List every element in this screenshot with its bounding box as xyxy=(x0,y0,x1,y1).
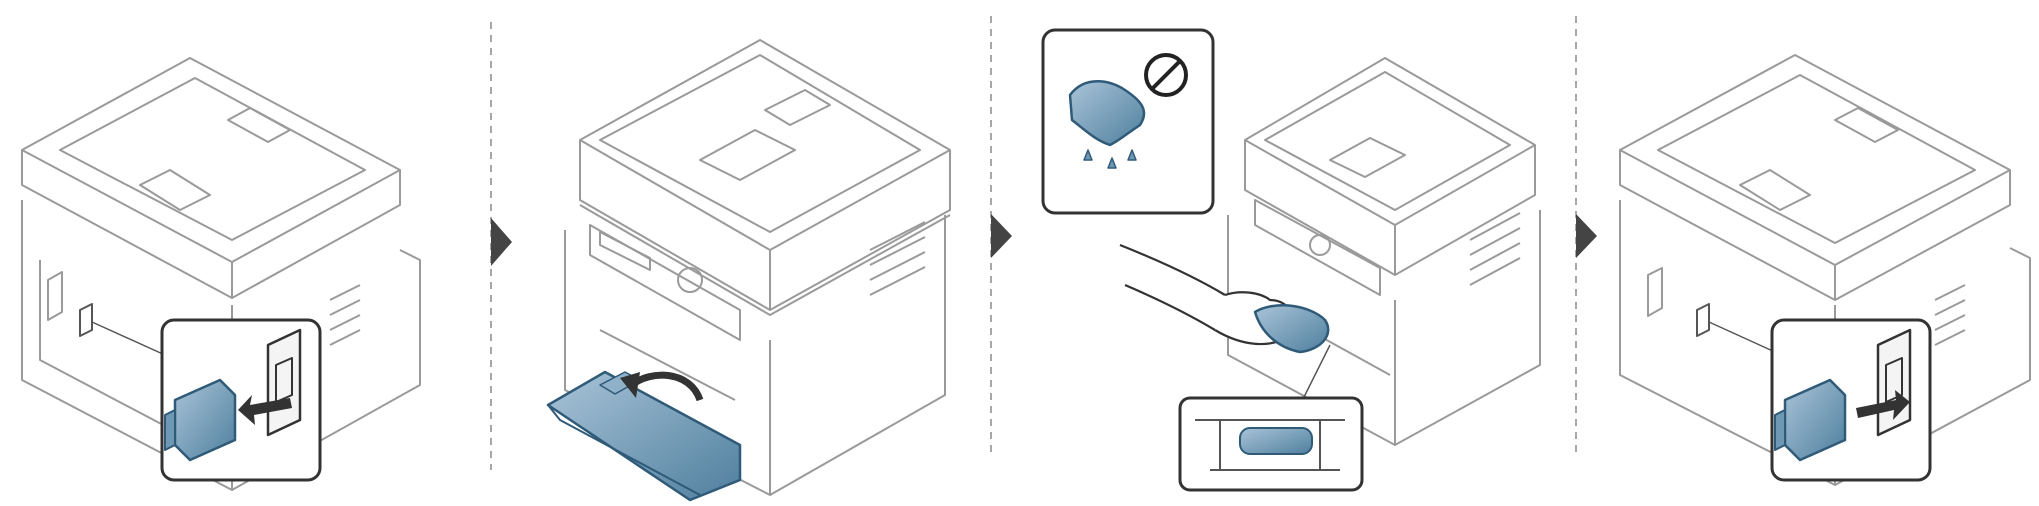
power-socket-icon xyxy=(1876,328,1912,437)
next-step-arrow-icon-2 xyxy=(991,214,1012,258)
power-plug-icon xyxy=(164,378,237,462)
printer-front-illustration xyxy=(1227,57,1541,446)
panel-4-plug-in xyxy=(1619,54,2031,486)
no-wet-cloth-icon xyxy=(1068,53,1188,169)
next-step-arrow-icon-1 xyxy=(491,218,512,266)
power-socket-icon xyxy=(266,328,302,437)
printer-front-illustration xyxy=(564,39,951,496)
next-step-arrow-icon-3 xyxy=(1576,214,1597,258)
panel-2-open-tray xyxy=(546,39,951,502)
prohibited-icon xyxy=(1144,53,1188,97)
plug-in-arrow-icon xyxy=(1856,390,1910,420)
unplug-arrow-icon xyxy=(238,395,292,425)
hand-cloth-icon xyxy=(1119,243,1330,354)
power-plug-icon xyxy=(1774,378,1847,462)
printer-rear-illustration xyxy=(1619,54,2031,486)
panel-3-wipe-inside xyxy=(1041,28,1541,492)
panel-1-unplug xyxy=(21,57,421,491)
roller-icon xyxy=(1239,427,1313,455)
printer-rear-illustration xyxy=(21,57,421,491)
paper-tray-icon xyxy=(546,370,742,502)
